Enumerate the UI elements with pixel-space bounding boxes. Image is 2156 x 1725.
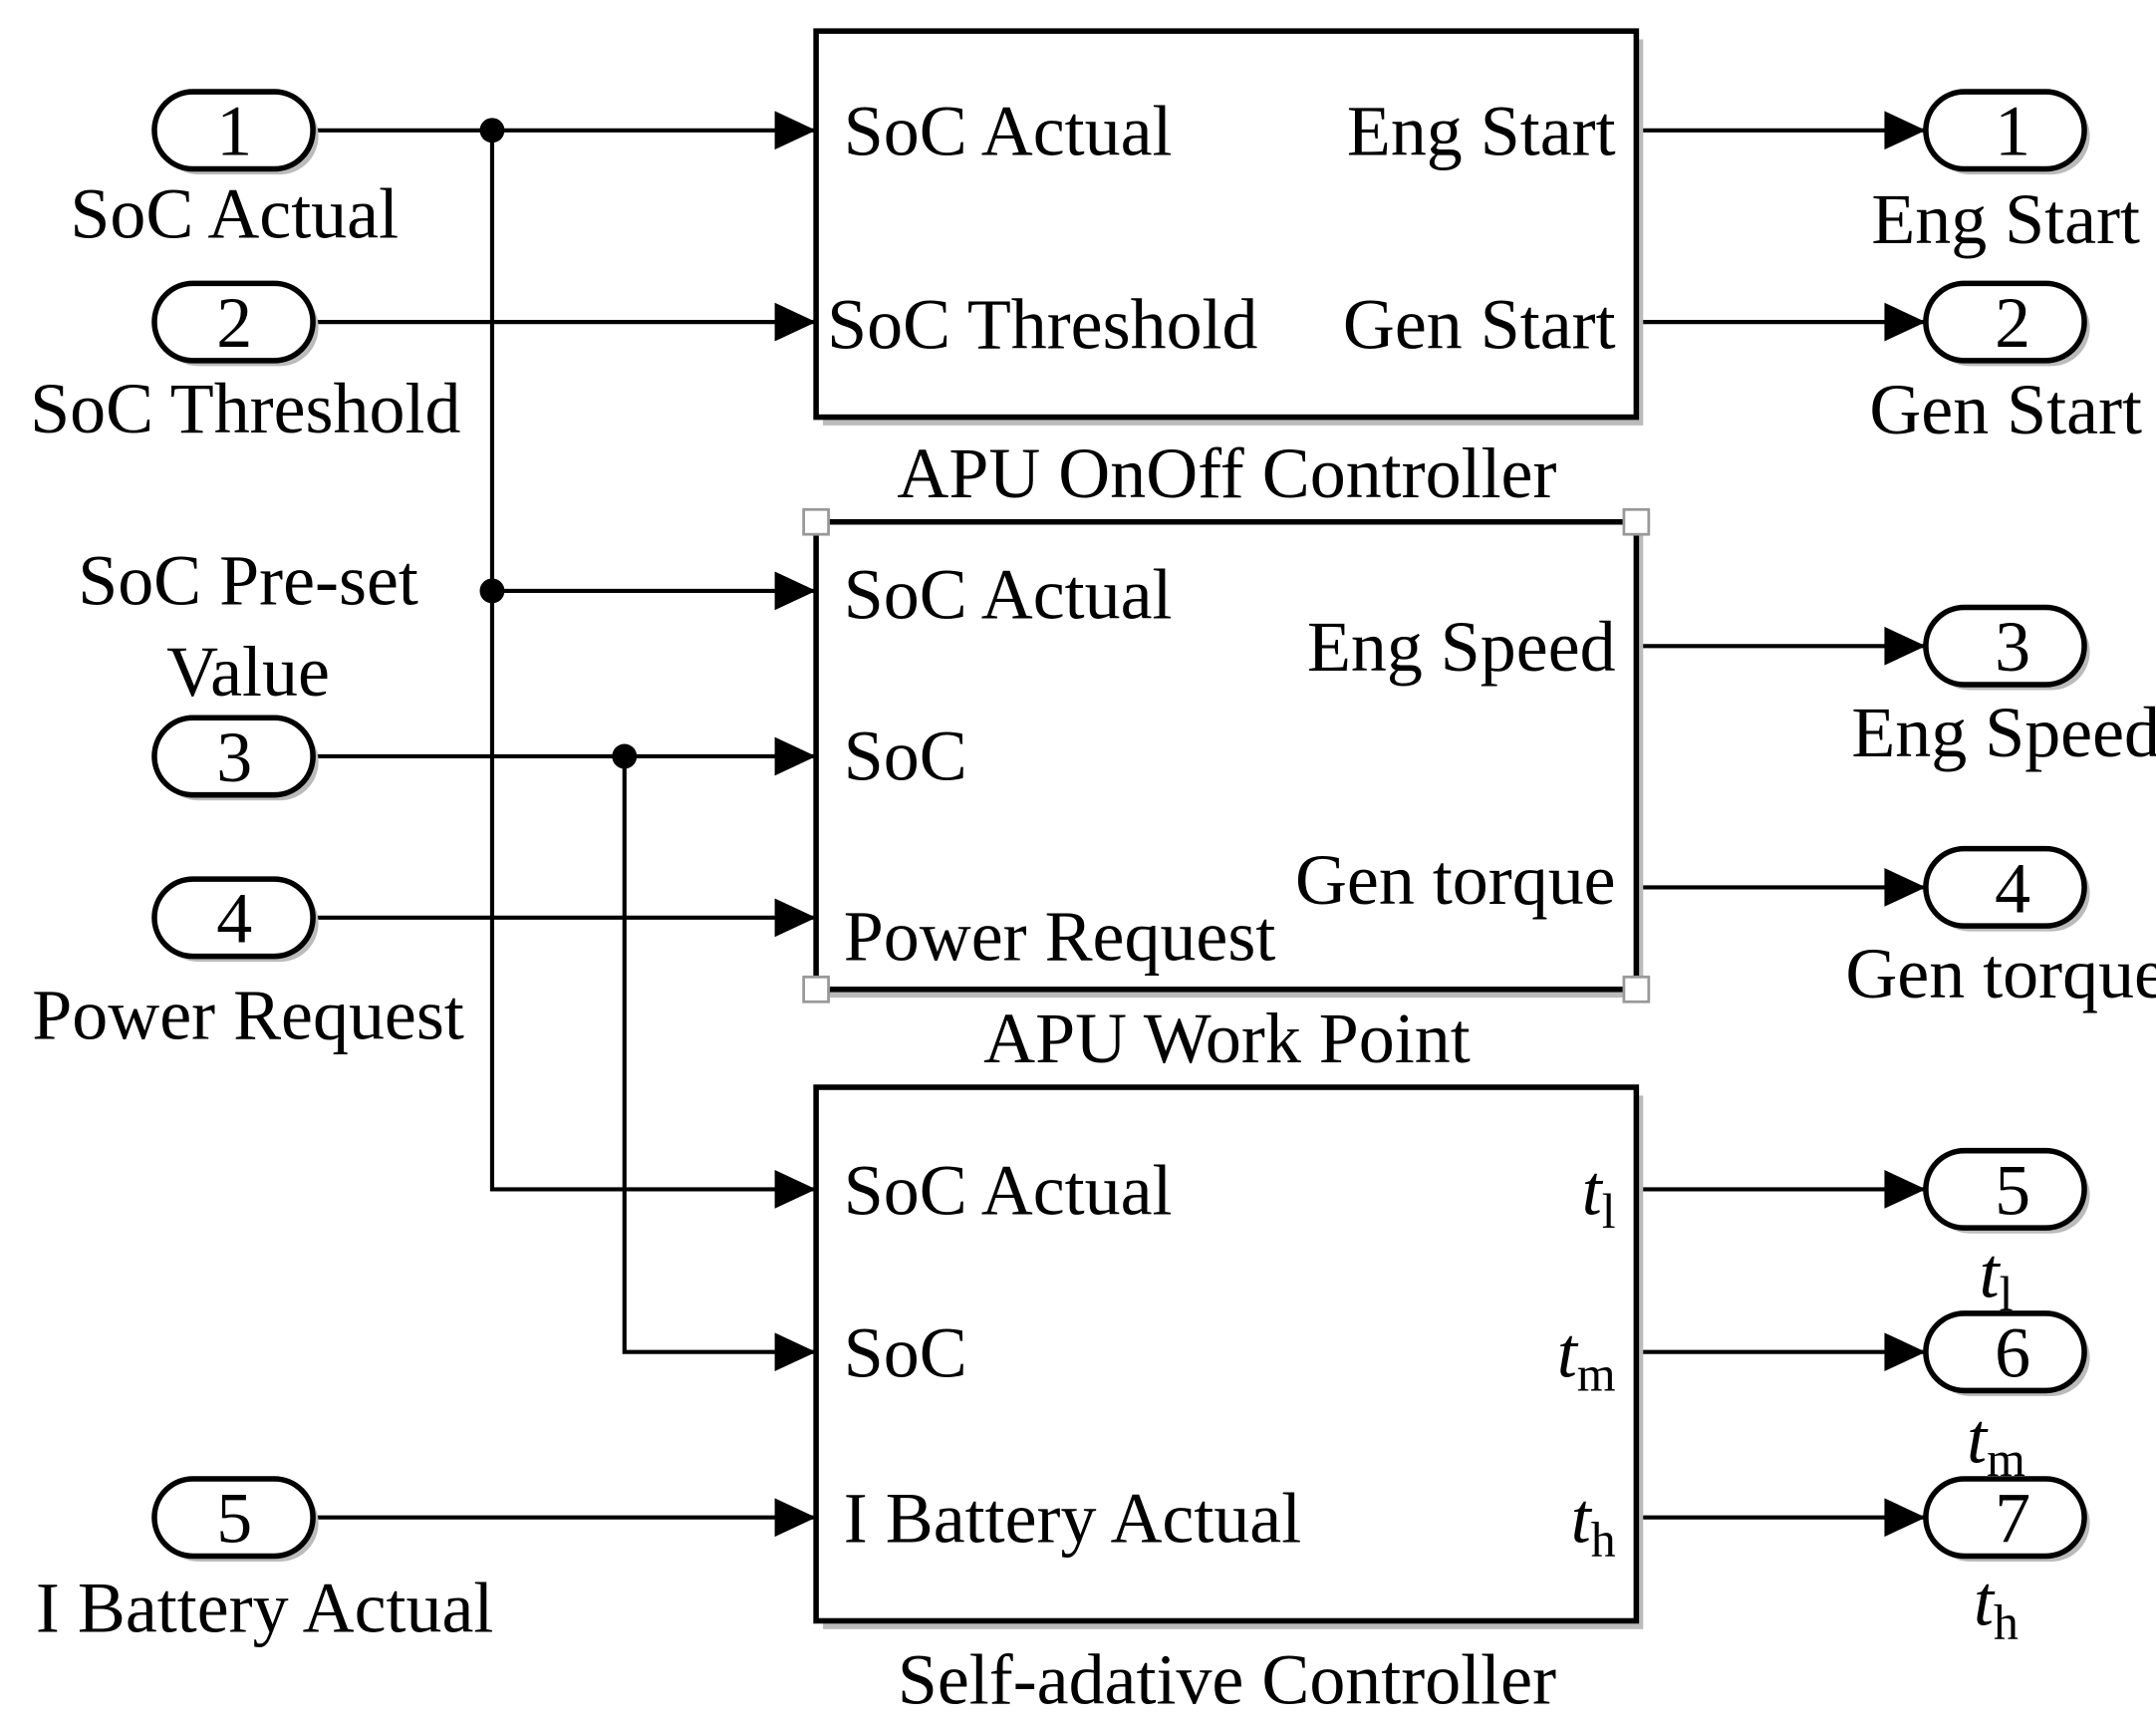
block-output-label: tl	[1582, 1150, 1616, 1239]
outport-label: Eng Speed	[1851, 693, 2156, 772]
block-output-label: Eng Speed	[1307, 607, 1616, 687]
outport-4[interactable]: 4	[1923, 845, 2090, 932]
arrow-head-icon	[774, 736, 817, 776]
arrow-head-icon	[1884, 626, 1926, 666]
inport-number: 3	[216, 718, 252, 797]
arrow-head-icon	[1884, 302, 1926, 342]
arrow-head-icon	[774, 1498, 817, 1538]
outport-6[interactable]: 6	[1923, 1310, 2090, 1396]
arrow-head-icon	[1884, 111, 1926, 150]
preset-label-line: Value	[166, 632, 330, 712]
selection-handle[interactable]	[1622, 975, 1651, 1004]
block-input-label: SoC Actual	[844, 555, 1173, 635]
block-output-label: tm	[1557, 1313, 1616, 1402]
outport-number: 4	[1995, 848, 2030, 928]
branch-point	[479, 118, 505, 144]
block-name: APU Work Point	[983, 999, 1471, 1078]
inport-number: 2	[216, 283, 252, 363]
inport-label: Power Request	[32, 976, 464, 1055]
block-input-label: SoC	[844, 1313, 967, 1393]
outport-2[interactable]: 2	[1923, 280, 2090, 367]
outport-7[interactable]: 7	[1923, 1476, 2090, 1563]
inport-number: 4	[216, 879, 252, 959]
block-input-label: Power Request	[844, 897, 1276, 977]
preset-label-line: SoC Pre-set	[78, 541, 418, 621]
outport-label: Gen Start	[1869, 370, 2142, 449]
arrow-head-icon	[774, 898, 817, 938]
arrow-head-icon	[1884, 868, 1926, 907]
outport-label: th	[1974, 1562, 2019, 1650]
block-output-label: Gen torque	[1295, 840, 1616, 920]
branch-point	[612, 743, 638, 769]
outport-1[interactable]: 1	[1923, 89, 2090, 175]
outport-number: 7	[1995, 1479, 2030, 1559]
block-input-label: SoC Actual	[844, 92, 1173, 171]
block-input-label: SoC Actual	[844, 1150, 1173, 1230]
outport-number: 2	[1995, 283, 2030, 363]
block-name: Self-adative Controller	[898, 1640, 1556, 1720]
outport-5[interactable]: 5	[1923, 1147, 2090, 1234]
signal-wires	[314, 111, 1926, 1538]
signal-line[interactable]	[622, 755, 817, 1354]
branch-point	[479, 578, 505, 604]
arrow-head-icon	[1884, 1498, 1926, 1538]
selection-handle[interactable]	[802, 975, 830, 1004]
block-input-label: I Battery Actual	[844, 1479, 1301, 1559]
selection-handle[interactable]	[1622, 507, 1651, 536]
outport-label: tm	[1967, 1398, 2025, 1487]
arrow-head-icon	[774, 302, 817, 342]
outport-label: tl	[1980, 1233, 2014, 1321]
arrow-head-icon	[774, 1170, 817, 1209]
block-input-label: SoC	[844, 716, 967, 795]
inport-label: I Battery Actual	[36, 1569, 493, 1648]
outport-label: Gen torque	[1845, 934, 2156, 1013]
inport-label: SoC Actual	[70, 174, 399, 254]
inport-4[interactable]: 4	[151, 876, 319, 963]
outport-number: 1	[1995, 92, 2030, 171]
inport-5[interactable]: 5	[151, 1476, 319, 1563]
block-name: APU OnOff Controller	[897, 433, 1556, 513]
outport-label: Eng Start	[1871, 179, 2140, 259]
block-output-label: Gen Start	[1343, 284, 1616, 364]
arrow-head-icon	[774, 1332, 817, 1372]
inport-number: 5	[216, 1479, 252, 1559]
block-output-label: Eng Start	[1347, 92, 1616, 171]
block-output-label: th	[1571, 1479, 1616, 1568]
inport-number: 1	[216, 92, 252, 171]
outport-number: 6	[1995, 1313, 2030, 1393]
outport-number: 3	[1995, 607, 2030, 687]
signal-line[interactable]	[489, 130, 817, 1192]
outport-3[interactable]: 3	[1923, 604, 2090, 691]
arrow-head-icon	[774, 111, 817, 150]
outport-number: 5	[1995, 1150, 2030, 1230]
selection-handle[interactable]	[802, 507, 830, 536]
arrow-head-icon	[1884, 1170, 1926, 1209]
inport-1[interactable]: 1	[151, 89, 319, 175]
inport-3[interactable]: 3	[151, 715, 319, 801]
inport-label: SoC Threshold	[30, 369, 460, 448]
arrow-head-icon	[774, 571, 817, 611]
inport-2[interactable]: 2	[151, 280, 319, 367]
block-input-label: SoC Threshold	[827, 284, 1257, 364]
arrow-head-icon	[1884, 1332, 1926, 1372]
